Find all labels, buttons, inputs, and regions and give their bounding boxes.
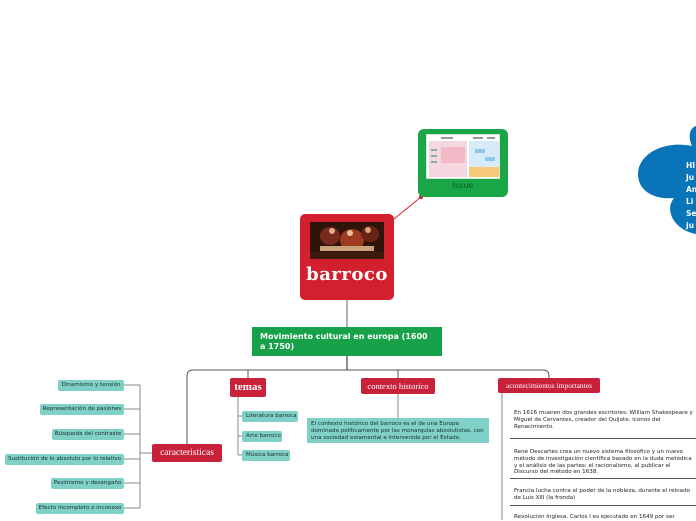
contexto-historico-text[interactable]: El contexto histórico del barroco es el …	[307, 418, 489, 443]
acontecimiento-item[interactable]: Francia lucha contra el poder de la nobl…	[514, 488, 691, 501]
caracteristica-item[interactable]: Pesimismo y desengaño	[51, 478, 124, 489]
caracteristica-item[interactable]: Representación de pasiones	[40, 404, 124, 415]
cloud-line: Li	[686, 197, 694, 206]
tag-contexto-historico[interactable]: contexto historico	[361, 378, 435, 394]
tema-item[interactable]: Música barroca	[242, 450, 290, 461]
caracteristica-item[interactable]: Búsqueda del contraste	[52, 429, 124, 440]
issue-thumbnail	[426, 134, 500, 179]
cloud-line: Se	[686, 209, 696, 218]
cloud-line: HI	[686, 161, 696, 170]
caracteristicas-branches	[124, 384, 152, 509]
cloud-line: Ju	[686, 173, 695, 182]
temas-branches	[237, 397, 242, 456]
acontecimiento-item[interactable]: En 1616 mueren dos grandes escritores: W…	[514, 410, 693, 430]
barroco-topic-card[interactable]: barroco	[300, 214, 394, 300]
issue-link-line	[393, 196, 422, 220]
tag-acontecimientos-importantes[interactable]: acontecimientos importantes	[498, 378, 600, 393]
movement-node[interactable]: Movimiento cultural en europa (1600 a 17…	[252, 327, 442, 356]
acontecimiento-divider	[510, 478, 696, 479]
acontecimiento-item[interactable]: René Descartes crea un nuevo sistema fil…	[514, 449, 692, 476]
tema-item[interactable]: Arte barroco	[242, 431, 282, 442]
issue-label: Issue	[452, 181, 474, 190]
acontecimiento-item[interactable]: Revolución Inglesa. Carlos I es ejecutad…	[514, 514, 675, 520]
barroco-title: barroco	[306, 264, 388, 285]
tema-item[interactable]: Literatura barroca	[242, 411, 298, 422]
barroco-painting-image	[310, 222, 384, 259]
caracteristica-item[interactable]: Efecto incompleto o inconexo	[36, 503, 124, 514]
acontecimiento-divider	[510, 438, 696, 439]
category-bus	[186, 369, 550, 445]
tag-caracteristicas[interactable]: caracteristicas	[152, 444, 222, 462]
acontecimiento-divider	[510, 505, 696, 506]
cloud-line: An	[686, 185, 696, 194]
issue-card[interactable]: Issue	[418, 129, 508, 197]
blue-cloud-shape[interactable]	[634, 126, 696, 250]
cloud-text: HI Ju An Li Se ju	[686, 160, 696, 232]
cloud-line: ju	[686, 221, 694, 230]
tag-temas[interactable]: temas	[230, 378, 266, 397]
caracteristica-item[interactable]: Sustitución de lo absoluto por lo relati…	[5, 454, 124, 465]
caracteristica-item[interactable]: Dinamismo y tensión	[58, 380, 124, 391]
